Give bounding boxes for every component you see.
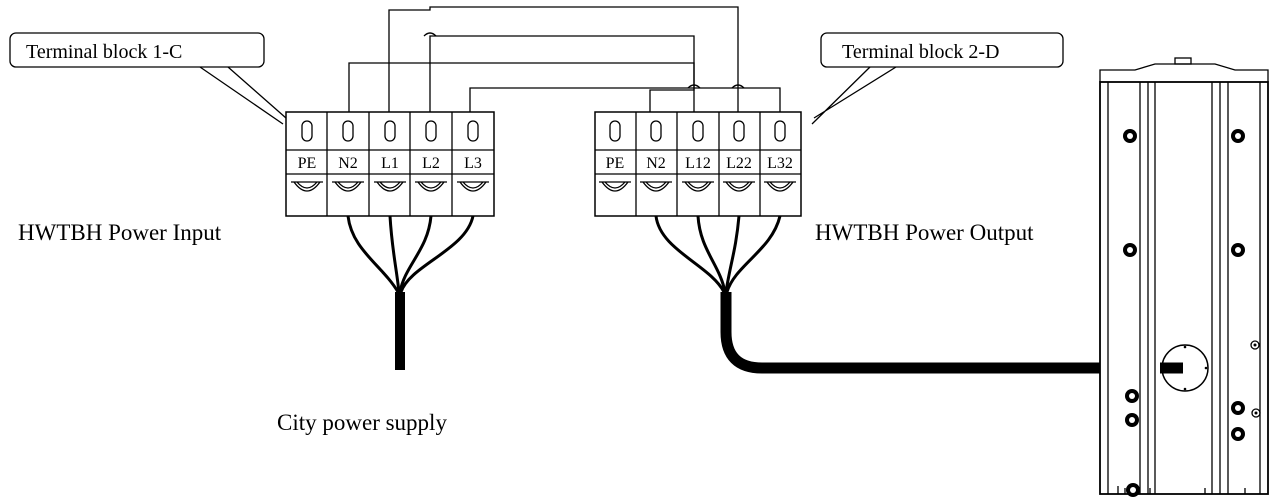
terminal-label: L3 [464, 155, 482, 172]
terminal-block-left: PE N2 L1 L2 L3 [285, 111, 495, 217]
callout-label-right: Terminal block 2-D [842, 41, 999, 63]
terminal-label: L2 [422, 155, 440, 172]
terminal-label: L32 [767, 155, 793, 172]
terminal-label: N2 [646, 155, 666, 172]
callout-terminal-block-right: Terminal block 2-D [811, 32, 1064, 125]
caption-power-output: HWTBH Power Output [815, 220, 1034, 245]
caption-power-input: HWTBH Power Input [18, 220, 222, 245]
terminal-label: L22 [726, 155, 752, 172]
terminal-label: L12 [685, 155, 711, 172]
callout-label-left: Terminal block 1-C [26, 41, 182, 63]
terminal-block-right: PE N2 L12 L22 L32 [594, 111, 802, 217]
terminal-label: N2 [338, 155, 358, 172]
cross-wires [348, 6, 781, 112]
terminal-label: L1 [381, 155, 399, 172]
output-cable [654, 215, 1180, 374]
terminal-label: PE [298, 155, 317, 172]
terminal-label: PE [606, 155, 625, 172]
heater-unit [1099, 57, 1269, 497]
callout-terminal-block-left: Terminal block 1-C [9, 32, 287, 125]
supply-cable [346, 215, 475, 370]
caption-city-power-supply: City power supply [277, 410, 447, 435]
